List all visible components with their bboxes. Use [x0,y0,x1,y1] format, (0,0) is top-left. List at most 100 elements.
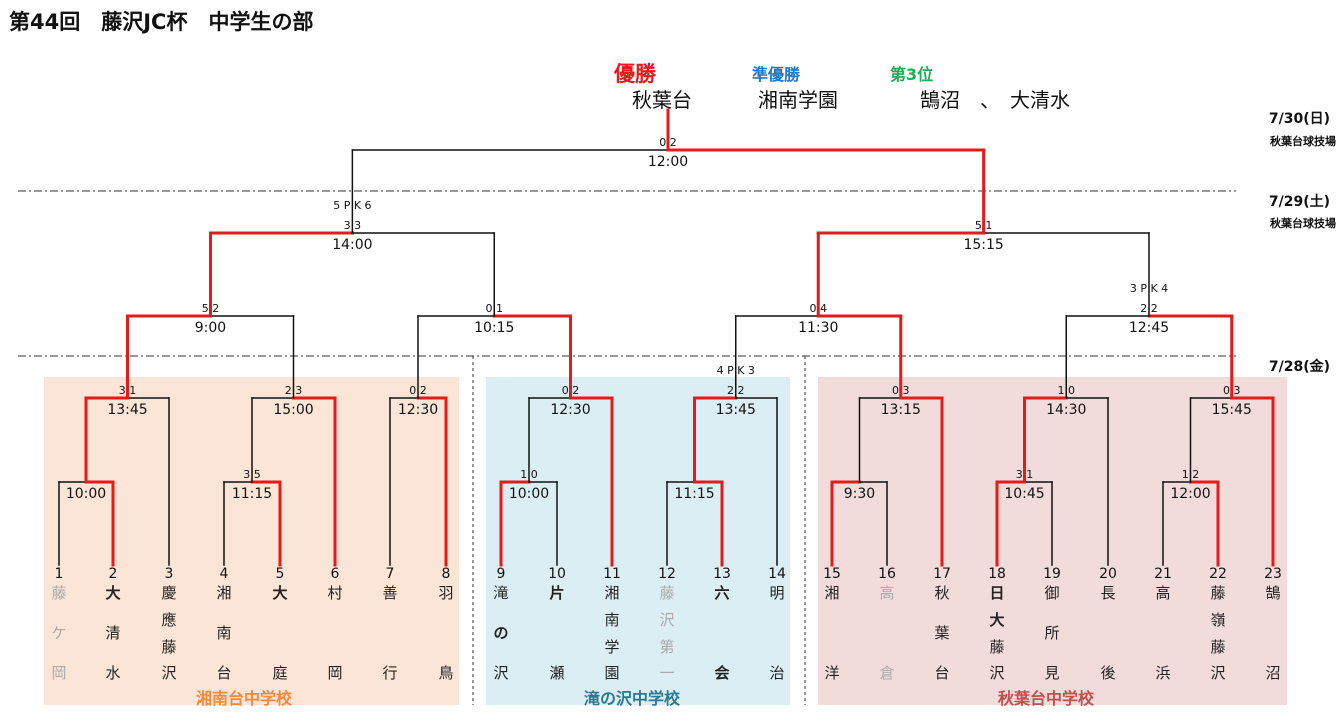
team-name-char: 六 [714,584,729,602]
match-time: 12:00 [648,154,688,170]
team-name-char: 行 [382,664,397,682]
match-score: 1 0 [1058,384,1076,397]
team-number: 4 [220,566,229,582]
team-name-char: 治 [769,664,784,682]
team-name-char: 藤 [1210,638,1225,656]
team-number: 10 [548,566,566,582]
team-number: 6 [331,566,340,582]
team-name-char: 湘 [216,584,231,602]
team-name-char: 大 [272,584,287,602]
match-score: 1 0 [520,468,538,481]
team-name-char: 大 [105,584,120,602]
match-score: 3 5 [243,468,261,481]
match-time: 10:00 [509,486,549,502]
team-name-char: 園 [604,664,619,682]
team-number: 11 [603,566,621,582]
team-name-char: 台 [934,664,949,682]
team-name-char: 高 [879,584,894,602]
team-name-char: 所 [1044,624,1059,642]
team-name-char: 会 [714,664,729,682]
team-number: 14 [768,566,786,582]
match-score: 0 3 [1223,384,1241,397]
team-number: 1 [55,566,64,582]
third-names: 鵠沼 、 大清水 [920,88,1070,112]
match-time: 14:30 [1046,402,1086,418]
match-time: 9:30 [844,486,875,502]
match-score: 2 3 [285,384,303,397]
team-name-char: 嶺 [1210,611,1225,629]
match-time: 15:15 [963,237,1003,253]
team-number: 2 [109,566,118,582]
team-name-char: 一 [659,664,674,682]
match-time: 12:00 [1170,486,1210,502]
team-name-char: 水 [105,664,120,682]
team-number: 20 [1099,566,1117,582]
team-name-char: 沼 [1265,664,1280,682]
match-score: 0 2 [409,384,427,397]
match-time: 12:45 [1129,320,1169,336]
match-time: 13:45 [107,402,147,418]
match-time: 11:15 [674,486,714,502]
day-date: 7/29(土) [1268,194,1330,210]
team-name-char: 後 [1100,664,1115,682]
match-score: 3 1 [1016,468,1034,481]
team-name-char: の [493,624,508,642]
team-name-char: 庭 [272,664,287,682]
team-number: 3 [165,566,174,582]
team-name-char: 沢 [493,664,508,682]
team-number: 19 [1043,566,1061,582]
team-name-char: 瀬 [549,664,564,682]
match-score: 2 2 [727,384,745,397]
team-name-char: 大 [989,611,1004,629]
match-time: 12:30 [398,402,438,418]
match-score: 1 2 [1182,468,1200,481]
team-name-char: 藤 [1210,584,1225,602]
runner-up-name: 湘南学園 [758,88,838,112]
champion-name: 秋葉台 [632,88,692,112]
group-panel [486,377,790,705]
match-pk: 4 P K 3 [717,364,755,377]
team-name-char: 秋 [934,584,949,602]
team-name-char: 藤 [161,638,176,656]
team-name-char: 羽 [438,584,453,602]
match-time: 12:30 [550,402,590,418]
team-number: 23 [1264,566,1282,582]
team-number: 5 [276,566,285,582]
third-label: 第3位 [890,65,934,84]
match-time: 10:45 [1004,486,1044,502]
team-number: 17 [933,566,951,582]
team-name-char: 沢 [659,611,674,629]
match-time: 13:45 [716,402,756,418]
team-name-char: 倉 [879,664,894,682]
match-pk: 3 P K 4 [1130,282,1168,295]
team-name-char: 岡 [327,664,342,682]
team-name-char: 第 [659,638,674,656]
page-title: 第44回 藤沢JC杯 中学生の部 [9,10,314,34]
group-name: 秋葉台中学校 [998,689,1095,708]
team-name-char: 沢 [1210,664,1225,682]
team-name-char: 南 [216,624,231,642]
match-time: 10:15 [474,320,514,336]
day-venue: 秋葉台球技場 [1270,135,1336,148]
team-number: 12 [658,566,676,582]
team-name-char: 藤 [989,638,1004,656]
team-name-char: 鳥 [438,664,453,682]
team-name-char: 村 [327,584,342,602]
team-name-char: 片 [549,584,564,602]
team-number: 9 [497,566,506,582]
team-name-char: 明 [769,584,784,602]
match-time: 11:15 [232,486,272,502]
match-time: 15:45 [1212,402,1252,418]
match-score: 0 4 [810,302,828,315]
team-number: 15 [823,566,841,582]
team-name-char: 学 [604,638,619,656]
team-number: 8 [442,566,451,582]
team-name-char: 洋 [824,664,839,682]
team-name-char: 台 [216,664,231,682]
match-score: 3 3 [344,219,362,232]
team-name-char: 湘 [604,584,619,602]
match-score: 2 2 [1140,302,1158,315]
match-pk: 5 P K 6 [333,199,371,212]
team-name-char: 鵠 [1265,584,1280,602]
